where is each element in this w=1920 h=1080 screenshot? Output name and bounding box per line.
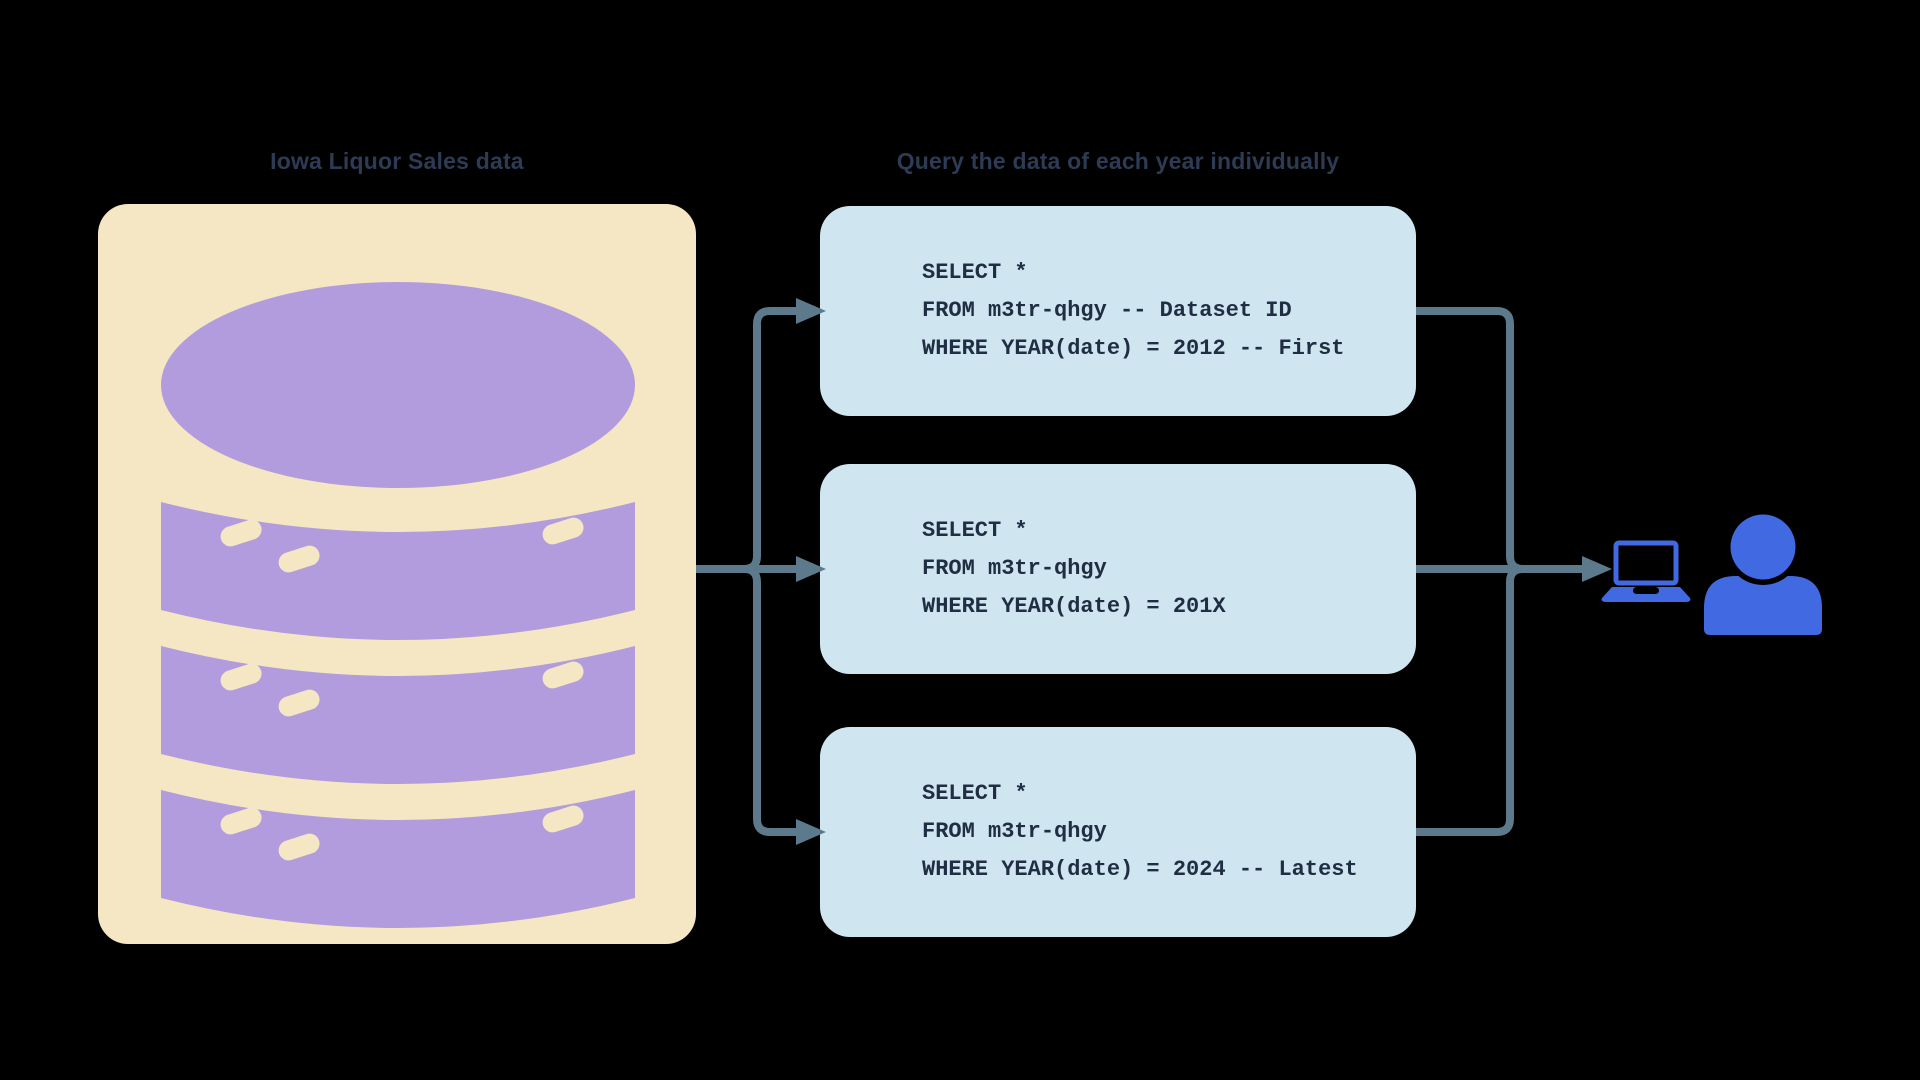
code-line: FROM m3tr-qhgy — [922, 556, 1107, 581]
code-line: WHERE YEAR(date) = 2024 -- Latest — [922, 857, 1358, 882]
database-icon — [158, 280, 638, 940]
code-line: FROM m3tr-qhgy — [922, 819, 1107, 844]
code-line: SELECT * — [922, 260, 1028, 285]
code-line: SELECT * — [922, 781, 1028, 806]
query-box-first-year: SELECT * FROM m3tr-qhgy -- Dataset ID WH… — [820, 206, 1416, 416]
laptop-icon — [1600, 540, 1692, 604]
query-box-middle-year: SELECT * FROM m3tr-qhgy WHERE YEAR(date)… — [820, 464, 1416, 674]
query-section-title: Query the data of each year individually — [896, 148, 1340, 174]
database-section-title: Iowa Liquor Sales data — [270, 148, 524, 174]
code-line: WHERE YEAR(date) = 201X — [922, 594, 1226, 619]
code-line: SELECT * — [922, 518, 1028, 543]
code-line: WHERE YEAR(date) = 2012 -- First — [922, 336, 1345, 361]
code-line: FROM m3tr-qhgy -- Dataset ID — [922, 298, 1292, 323]
query-box-latest-year: SELECT * FROM m3tr-qhgy WHERE YEAR(date)… — [820, 727, 1416, 937]
user-icon — [1700, 509, 1826, 638]
